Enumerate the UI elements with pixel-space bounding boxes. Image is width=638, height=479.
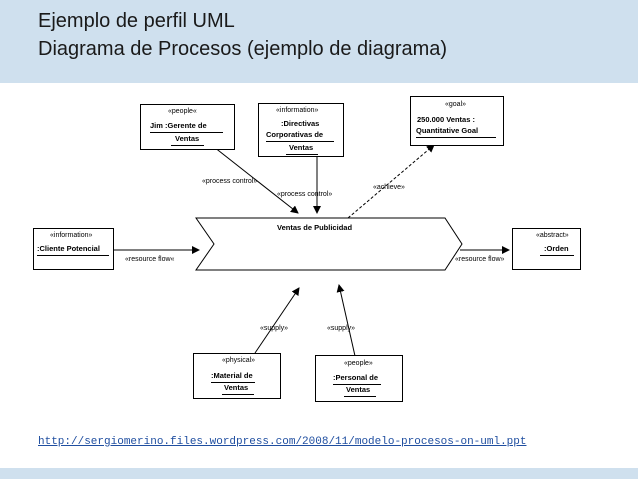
- node-stereotype: «information»: [50, 232, 93, 239]
- node-name: :Personal de: [333, 373, 379, 382]
- node-stereotype: «goal»: [445, 101, 467, 108]
- node-name-underline: [333, 384, 381, 385]
- node-stereotype: «physical»: [222, 357, 256, 364]
- node-name-underline: [211, 382, 255, 383]
- edge-supply-2: [336, 284, 356, 357]
- node-name: :Directivas: [281, 119, 320, 128]
- slide-title: Ejemplo de perfil UML: [38, 10, 235, 32]
- node-stereotype: «information»: [276, 107, 319, 114]
- node-name-underline: [150, 132, 223, 133]
- node-directivas-corporativas[interactable]: «information» :Directivas Corporativas d…: [258, 103, 344, 157]
- edge-supply-1: [254, 287, 300, 354]
- source-link[interactable]: http://sergiomerino.files.wordpress.com/…: [38, 436, 527, 448]
- node-name-underline: [222, 394, 254, 395]
- node-name: Ventas: [175, 134, 200, 143]
- edge-label-process-control-2: «process control»: [277, 191, 333, 198]
- node-name: 250.000 Ventas :: [417, 115, 475, 124]
- node-name: Corporativas de: [266, 130, 324, 139]
- node-name: Ventas: [346, 385, 371, 394]
- title-banner: [0, 0, 638, 83]
- edge-process-control-1: [213, 146, 299, 214]
- node-orden[interactable]: «abstract» :Orden: [512, 228, 581, 270]
- node-material-ventas[interactable]: «physical» :Material de Ventas: [193, 353, 281, 399]
- node-name-underline: [344, 396, 376, 397]
- bottom-banner: [0, 468, 638, 479]
- node-name: :Material de: [211, 371, 253, 380]
- node-name-underline: [416, 137, 496, 138]
- edge-label-resource-flow-in: «resource flow«: [125, 256, 175, 263]
- edge-label-resource-flow-out: «resource flow»: [455, 256, 505, 263]
- node-personal-ventas[interactable]: «people» :Personal de Ventas: [315, 355, 403, 402]
- process-shape: [195, 217, 463, 271]
- node-name: :Orden: [544, 244, 569, 253]
- node-name: :Cliente Potencial: [37, 244, 100, 253]
- node-goal[interactable]: «goal» 250.000 Ventas : Quantitative Goa…: [410, 96, 504, 146]
- node-name-underline: [540, 255, 574, 256]
- node-stereotype: «people«: [168, 108, 197, 115]
- node-stereotype: «people»: [344, 360, 373, 367]
- node-name: Quantitative Goal: [416, 126, 479, 135]
- node-name-underline: [37, 255, 109, 256]
- process-label: Ventas de Publicidad: [277, 223, 353, 232]
- node-name: Jim :Gerente de: [150, 121, 207, 130]
- edge-label-supply-1: «supply»: [260, 325, 289, 332]
- node-name-underline: [286, 154, 318, 155]
- node-name-underline: [266, 141, 334, 142]
- edge-label-achieve: «achieve»: [373, 184, 405, 191]
- node-name: Ventas: [224, 383, 249, 392]
- edge-achieve: [347, 144, 435, 219]
- node-stereotype: «abstract»: [536, 232, 569, 239]
- node-name-underline: [171, 145, 204, 146]
- slide-subtitle: Diagrama de Procesos (ejemplo de diagram…: [38, 38, 448, 60]
- node-gerente-ventas[interactable]: «people« Jim :Gerente de Ventas: [140, 104, 235, 150]
- edge-label-process-control-1: «process control»: [202, 178, 258, 185]
- edge-label-supply-2: «supply»: [327, 325, 356, 332]
- node-name: Ventas: [289, 143, 314, 152]
- node-cliente-potencial[interactable]: «information» :Cliente Potencial: [33, 228, 114, 270]
